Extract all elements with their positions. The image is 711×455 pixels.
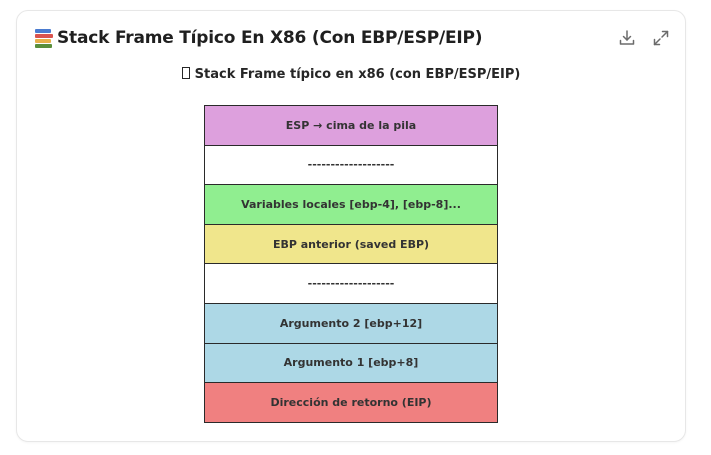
frame-return-address: Dirección de retorno (EIP) [204, 382, 498, 423]
missing-glyph-icon [181, 67, 190, 79]
frame-esp: ESP → cima de la pila [204, 105, 498, 146]
frame-saved-ebp: EBP anterior (saved EBP) [204, 223, 498, 265]
diagram-card: Stack Frame Típico En X86 (Con EBP/ESP/E… [16, 10, 686, 442]
expand-button[interactable] [651, 28, 671, 48]
download-button[interactable] [617, 28, 637, 48]
download-icon [619, 30, 635, 45]
card-actions [617, 28, 671, 48]
card-header: Stack Frame Típico En X86 (Con EBP/ESP/E… [35, 24, 671, 52]
diagram-title-row: Stack Frame típico en x86 (con EBP/ESP/E… [17, 67, 685, 82]
frame-argument-2: Argumento 2 [ebp+12] [204, 302, 498, 344]
books-icon [35, 28, 53, 48]
stack-frame-diagram: ESP → cima de la pila ------------------… [204, 105, 498, 423]
diagram-title: Stack Frame típico en x86 (con EBP/ESP/E… [194, 67, 521, 82]
frame-separator-top: ------------------- [204, 144, 498, 186]
expand-icon [653, 30, 669, 46]
frame-argument-1: Argumento 1 [ebp+8] [204, 342, 498, 384]
frame-local-variables: Variables locales [ebp-4], [ebp-8]... [204, 184, 498, 225]
frame-separator-middle: ------------------- [204, 263, 498, 304]
card-title: Stack Frame Típico En X86 (Con EBP/ESP/E… [57, 28, 483, 48]
